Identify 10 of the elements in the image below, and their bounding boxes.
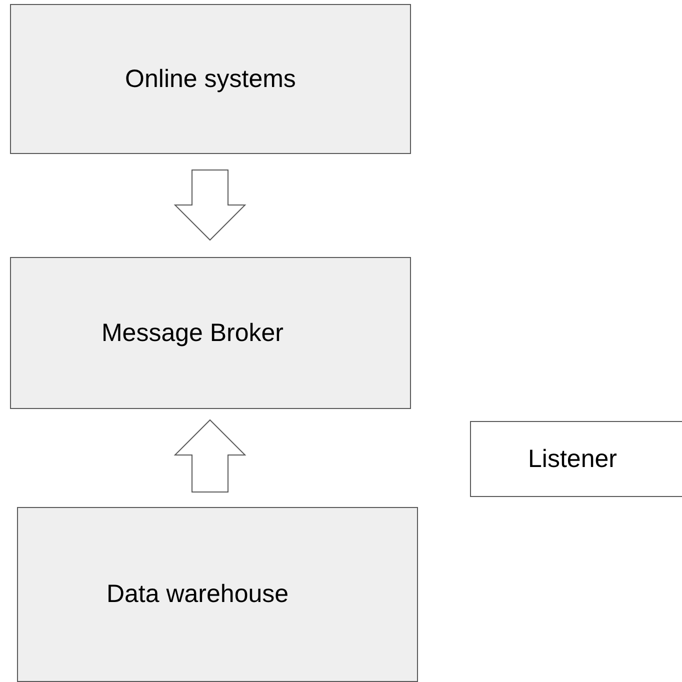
process-box xyxy=(10,257,411,409)
block-arrow xyxy=(174,419,246,492)
process-box xyxy=(10,4,411,154)
process-box xyxy=(17,507,418,682)
box-label: Online systems xyxy=(125,64,296,94)
box-label: Message Broker xyxy=(101,318,284,348)
block-arrow xyxy=(174,170,246,241)
process-box xyxy=(470,421,682,497)
box-label: Data warehouse xyxy=(106,580,289,609)
box-label: Listener xyxy=(528,444,617,474)
